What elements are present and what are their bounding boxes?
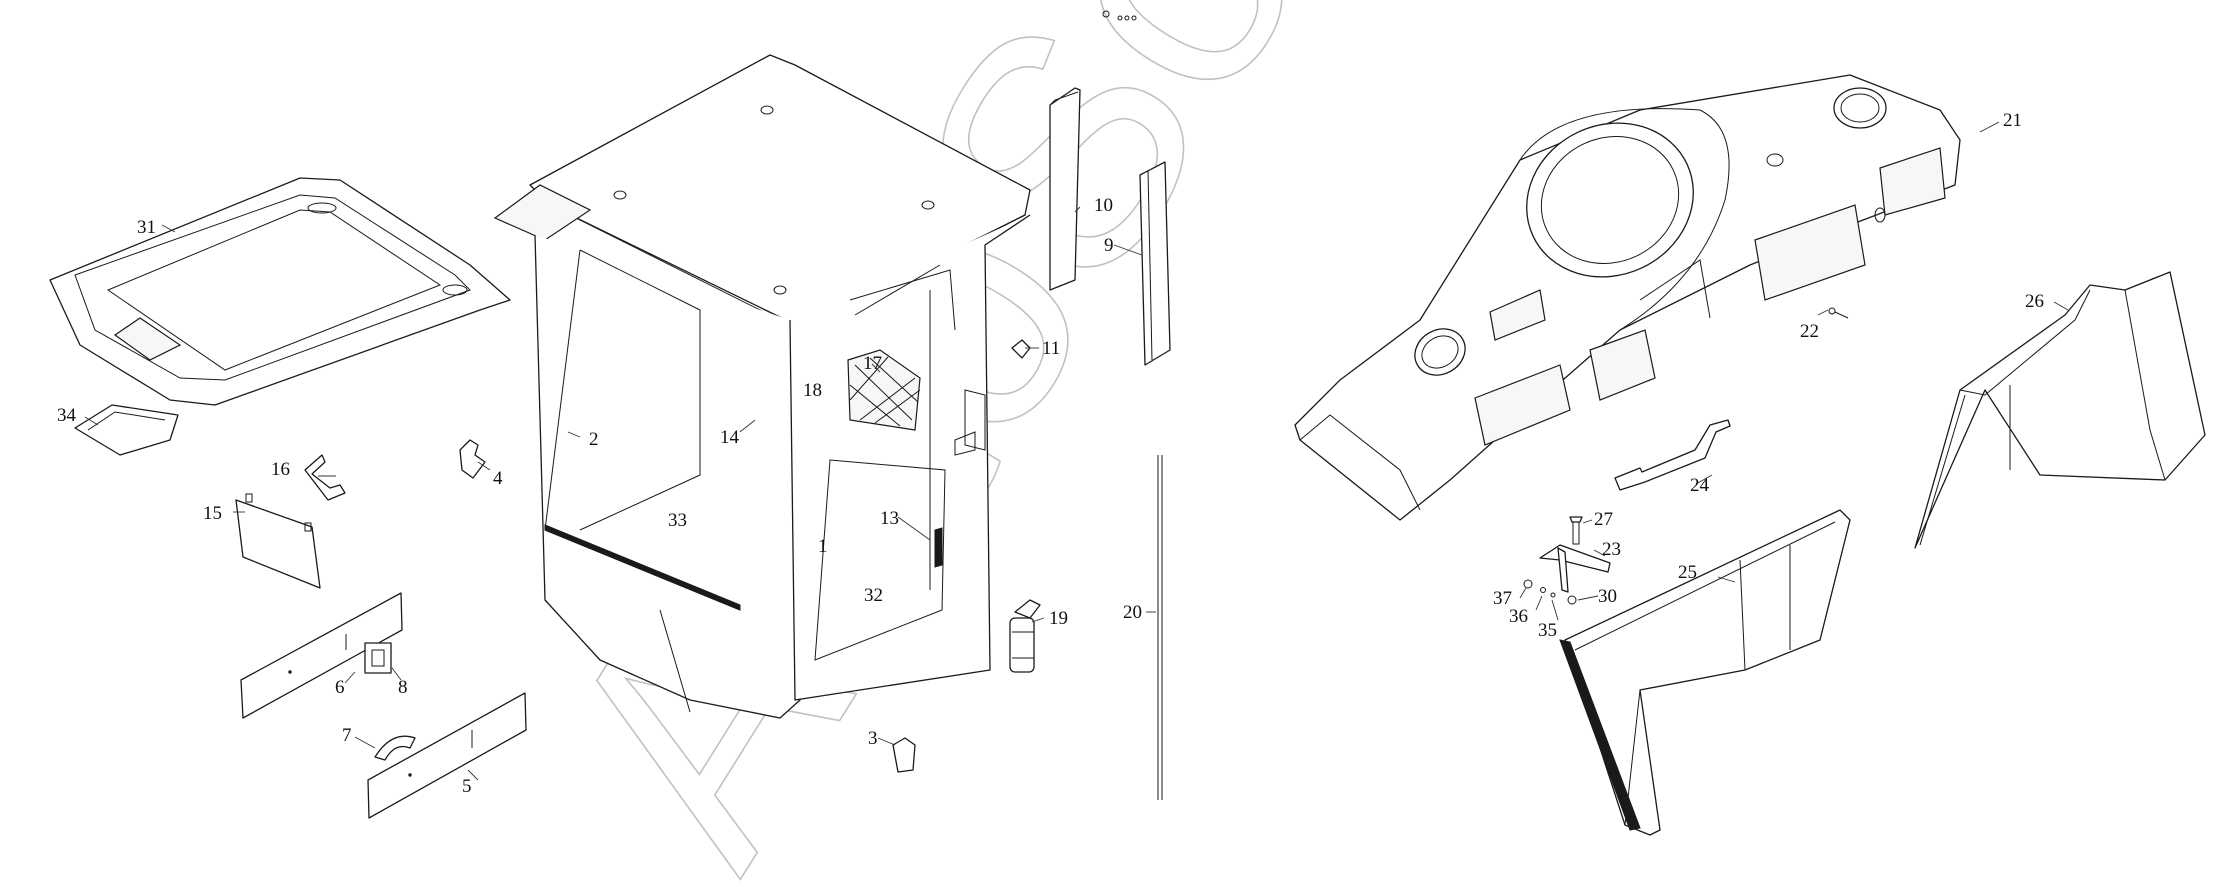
part-24-bracket	[1614, 419, 1731, 491]
part-3-bracket	[892, 737, 916, 773]
callout-27: 27	[1594, 509, 1613, 530]
callout-16: 16	[271, 459, 290, 480]
callout-labels: 1 2 3 4 5 6 7 8 9 10 11 13 14 15 16 17 1…	[57, 110, 2044, 797]
callout-5: 5	[462, 776, 472, 797]
callout-34: 34	[57, 405, 77, 426]
part-23-hardware	[1523, 516, 1611, 605]
callout-20: 20	[1123, 602, 1142, 623]
callout-13: 13	[880, 508, 899, 529]
callout-26: 26	[2025, 291, 2044, 312]
callout-8: 8	[398, 677, 408, 698]
part-9-pillar	[1139, 161, 1171, 366]
callout-10: 10	[1094, 195, 1113, 216]
callout-30: 30	[1598, 586, 1617, 607]
part-6-plate	[240, 592, 403, 719]
callout-21: 21	[2003, 110, 2022, 131]
callout-9: 9	[1104, 235, 1114, 256]
callout-14: 14	[720, 427, 740, 448]
part-26-panel	[1914, 271, 2206, 549]
callout-36: 36	[1509, 606, 1528, 627]
callout-2: 2	[589, 429, 599, 450]
callout-25: 25	[1678, 562, 1697, 583]
part-top-bolts	[1102, 10, 1137, 21]
part-21-dashboard	[1294, 74, 1961, 521]
callout-23: 23	[1602, 539, 1621, 560]
part-34-trim	[74, 404, 179, 456]
part-cab	[493, 54, 1031, 719]
callout-19: 19	[1049, 608, 1068, 629]
callout-11: 11	[1042, 338, 1060, 359]
callout-24: 24	[1690, 475, 1710, 496]
callout-1: 1	[818, 536, 828, 557]
callout-15: 15	[203, 503, 222, 524]
part-25-panel	[1559, 509, 1851, 836]
part-15-visor	[235, 493, 321, 589]
callout-37: 37	[1493, 588, 1512, 609]
part-20-strip	[1157, 455, 1163, 800]
callout-7: 7	[342, 725, 352, 746]
callout-6: 6	[335, 677, 345, 698]
part-roof-liner	[49, 177, 511, 406]
callout-31: 31	[137, 217, 156, 238]
part-4-clip	[459, 439, 486, 479]
part-22-screw	[1828, 307, 1849, 319]
callout-35: 35	[1538, 620, 1557, 641]
part-5-plate	[367, 692, 527, 819]
callout-17: 17	[863, 353, 882, 374]
callout-3: 3	[868, 728, 878, 749]
part-19-extinguisher	[1009, 599, 1041, 673]
part-7-handle	[374, 735, 416, 761]
callout-33: 33	[668, 510, 687, 531]
callout-18: 18	[803, 380, 822, 401]
part-10-pillar	[1049, 87, 1081, 291]
part-16-hook	[304, 454, 346, 501]
callout-22: 22	[1800, 321, 1819, 342]
callout-4: 4	[493, 468, 503, 489]
callout-32: 32	[864, 585, 883, 606]
leader-lines	[84, 121, 2069, 781]
